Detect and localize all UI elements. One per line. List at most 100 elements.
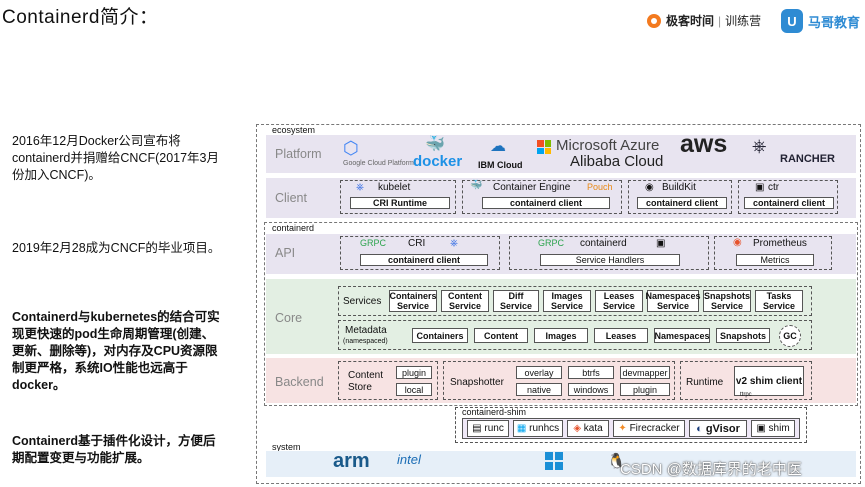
metadata-namespaces: Namespaces xyxy=(654,328,710,343)
runhcs-icon: ▦ xyxy=(516,422,530,434)
shim-kata: ◈ kata xyxy=(567,420,609,437)
container-engine-group xyxy=(462,180,622,214)
runtime-label: Runtime xyxy=(686,377,724,388)
ctr-icon: ▣ xyxy=(755,182,765,193)
shim-gvisor: ◐ gVisor xyxy=(689,420,747,437)
system-label: system xyxy=(272,442,301,452)
shim-shim: ▣ shim xyxy=(751,420,795,437)
kubernetes-small-icon: ⎈ xyxy=(450,238,458,249)
content-store-group xyxy=(338,361,438,400)
shim-firecracker-label: Firecracker xyxy=(629,422,680,434)
cri-group xyxy=(340,236,500,270)
runtime-group xyxy=(680,361,812,400)
content-local-box: local xyxy=(396,383,432,396)
shim-kata-label: kata xyxy=(583,422,603,434)
buildkit-group xyxy=(628,180,732,214)
cri-client-box: containerd client xyxy=(360,254,488,266)
lane-client: Client xyxy=(275,191,307,205)
metadata-containers: Containers xyxy=(412,328,468,343)
geek-logo-icon xyxy=(647,13,661,28)
ctr-client-box: containerd client xyxy=(744,197,834,209)
lane-platform: Platform xyxy=(275,147,322,161)
snap-native: native xyxy=(516,383,562,396)
ecosystem-label: ecosystem xyxy=(272,125,316,135)
prometheus-group xyxy=(714,236,832,270)
ce-client-box: containerd client xyxy=(482,197,610,209)
shim-firecracker: ✦ Firecracker xyxy=(613,420,685,437)
snap-devmapper: devmapper xyxy=(620,366,670,379)
metadata-group xyxy=(338,320,812,350)
page-title: Containerd简介： xyxy=(2,7,159,28)
ibm-cloud-name: IBM Cloud xyxy=(478,160,523,170)
mage-brand-name: 马哥教育 xyxy=(808,14,861,30)
svg-text:U: U xyxy=(787,14,796,29)
metadata-images: Images xyxy=(534,328,588,343)
shim-label: containerd-shim xyxy=(462,407,527,417)
pouch-label: Pouch xyxy=(587,182,613,192)
service-namespaces: Namespaces Service xyxy=(645,290,701,312)
docker-name: docker xyxy=(413,153,463,170)
content-store-label: Content Store xyxy=(348,370,384,393)
desc-p3: Containerd与kubernetes的结合可实现更快速的pod生命周期管理… xyxy=(12,310,220,392)
arm-logo: arm xyxy=(333,450,370,472)
gcp-name: Google Cloud Platform xyxy=(343,160,414,167)
ibm-cloud-icon: ☁ xyxy=(490,138,506,155)
service-containers: Containers Service xyxy=(389,290,437,312)
metadata-sub: (namespaced) xyxy=(343,338,388,345)
watermark: CSDN @数据库界的老中医 xyxy=(620,461,802,478)
metrics-box: Metrics xyxy=(736,254,814,266)
shim-runc: ▤ runc xyxy=(467,420,509,437)
service-handlers-box: Service Handlers xyxy=(540,254,680,266)
azure-name: Microsoft Azure xyxy=(556,137,660,154)
snap-windows: windows xyxy=(568,383,614,396)
microsoft-icon xyxy=(537,140,551,154)
lane-backend: Backend xyxy=(275,375,324,389)
services-group xyxy=(338,286,812,316)
windows-icon xyxy=(545,452,563,470)
kata-icon: ◈ xyxy=(573,422,584,434)
snapshotter-label: Snapshotter xyxy=(450,377,504,388)
intel-logo: intel xyxy=(397,452,421,467)
grpc-containerd-label: GRPC xyxy=(538,238,565,248)
prometheus-label: Prometheus xyxy=(753,238,807,249)
snap-plugin: plugin xyxy=(620,383,670,396)
geek-brand: 极客时间 | 训练营 xyxy=(646,12,761,29)
desc-p4: Containerd基于插件化设计，方便后期配置变更与功能扩展。 xyxy=(12,434,216,465)
desc-p2: 2019年2月28成为CNCF的毕业项目。 xyxy=(12,241,221,255)
snap-btrfs: btrfs xyxy=(568,366,614,379)
geek-brand-sub: 训练营 xyxy=(725,14,762,28)
brand-divider: | xyxy=(718,13,722,28)
containerd-api-group xyxy=(509,236,709,270)
mage-brand: U 马哥教育 xyxy=(780,8,860,34)
buildkit-client-box: containerd client xyxy=(637,197,727,209)
buildkit-label: BuildKit xyxy=(662,182,696,193)
container-engine-label: Container Engine xyxy=(493,182,571,193)
cri-runtime-box: CRI Runtime xyxy=(350,197,450,209)
shim-runhcs-label: runhcs xyxy=(529,422,560,434)
containerd-api-label: containerd xyxy=(580,238,627,249)
ttrpc-label: ttrpc xyxy=(740,392,752,398)
shim-group xyxy=(455,407,807,443)
buildkit-icon: ◉ xyxy=(645,182,654,193)
rancher-name: RANCHER xyxy=(780,153,835,165)
alibaba-name: Alibaba Cloud xyxy=(570,153,664,170)
docker-whale-icon: 🐳 xyxy=(425,136,445,153)
content-plugin-box: plugin xyxy=(396,366,432,379)
containerd-frame xyxy=(264,222,858,406)
lane-api: API xyxy=(275,246,296,260)
linux-tux-icon: 🐧 xyxy=(607,453,626,470)
shim-runc-label: runc xyxy=(484,422,504,434)
metadata-snapshots: Snapshots xyxy=(716,328,770,343)
service-tasks: Tasks Service xyxy=(755,290,803,312)
shim-shim-icon: ▣ xyxy=(756,422,769,434)
kubernetes-icon: ⎈ xyxy=(752,136,767,156)
mage-logo-icon: U xyxy=(781,9,803,33)
grpc-cri-label: GRPC xyxy=(360,238,387,248)
platform-lane xyxy=(266,135,856,173)
metadata-content: Content xyxy=(474,328,528,343)
firecracker-icon: ✦ xyxy=(618,422,630,434)
services-label: Services xyxy=(343,296,382,307)
ecosystem-frame xyxy=(256,124,861,484)
gvisor-icon: ◐ xyxy=(696,422,706,435)
shim-shim-label: shim xyxy=(768,422,790,434)
